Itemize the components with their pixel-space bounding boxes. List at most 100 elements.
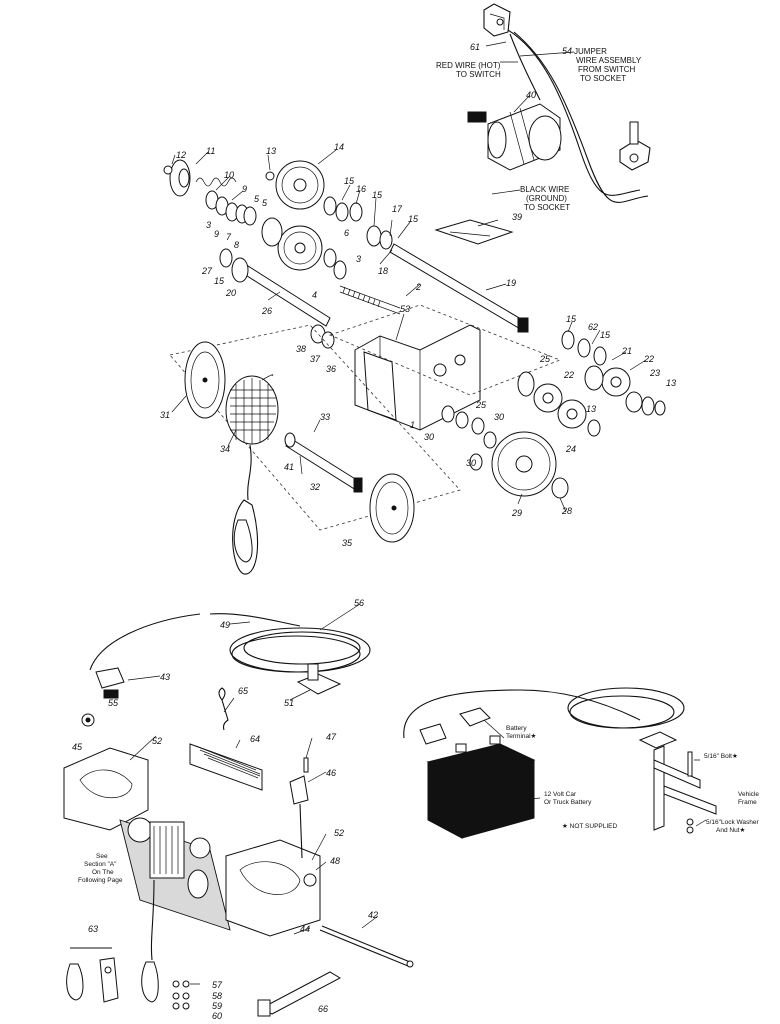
part-label: 39 — [512, 212, 522, 222]
part-label: 11 — [206, 146, 215, 156]
part-label: 30 — [466, 458, 476, 468]
part-label: 46 — [326, 768, 336, 778]
note-vehicle-frame: Vehicle Frame — [738, 791, 759, 806]
part-label: 35 — [342, 538, 353, 548]
part-label: 8 — [234, 240, 239, 250]
part-label: 13 — [666, 378, 676, 388]
part-label: 4 — [312, 290, 317, 300]
part-label: 5 — [254, 194, 260, 204]
part-label: 28 — [561, 506, 572, 516]
note-line: See — [96, 853, 108, 860]
part-label: 43 — [160, 672, 170, 682]
part-label: 52 — [334, 828, 344, 838]
hook-set-63 — [66, 947, 119, 1003]
note-line: WIRE ASSEMBLY — [576, 56, 642, 65]
part-label: 42 — [368, 910, 378, 920]
cable-hook-34 — [232, 444, 259, 575]
dashed-assembly-box — [169, 304, 562, 531]
flange-11 — [163, 159, 191, 197]
note-red-wire: RED WIRE (HOT) TO SWITCH — [436, 61, 501, 79]
mount-plate-39 — [434, 219, 514, 245]
part-label: 33 — [320, 412, 330, 422]
part-label: 30 — [424, 432, 434, 442]
part-label: 25 — [475, 400, 487, 410]
big-gear-29 — [491, 431, 569, 499]
handle-66 — [257, 971, 342, 1017]
note-line: On The — [92, 869, 114, 876]
part-label: 53 — [400, 304, 410, 314]
part-label: 36 — [326, 364, 336, 374]
part-label: 22 — [643, 354, 654, 364]
part-label: 23 — [649, 368, 660, 378]
part-label: 40 — [526, 90, 536, 100]
note-line: 12 Volt Car — [544, 791, 577, 798]
rope-64 — [189, 743, 263, 791]
motor-40 — [467, 103, 562, 171]
note-line: Battery — [506, 725, 527, 732]
hardware-57-60 — [172, 980, 190, 1010]
part-label: 1 — [410, 420, 415, 430]
wires-top — [507, 29, 649, 203]
note-battery: 12 Volt Car Or Truck Battery — [544, 791, 592, 806]
note-line: And Nut★ — [716, 827, 745, 834]
part-label: 16 — [356, 184, 366, 194]
part-label: 15 — [372, 190, 383, 200]
note-lock-washer: 5/16"Lock Washer And Nut★ — [706, 819, 759, 834]
part-label: 64 — [250, 734, 260, 744]
note-line: Or Truck Battery — [544, 799, 592, 806]
plug-right — [638, 731, 678, 749]
winch-body-assembled — [119, 817, 231, 931]
note-line: TO SOCKET — [580, 74, 626, 83]
nut-55 — [81, 713, 95, 727]
battery-cord — [403, 687, 685, 739]
part-label: 41 — [284, 462, 294, 472]
part-label: 18 — [378, 266, 388, 276]
switch-43 — [95, 667, 125, 699]
part-label: 51 — [284, 698, 294, 708]
shaft-32 — [284, 432, 363, 493]
part-label: 27 — [201, 266, 213, 276]
part-label: 10 — [224, 170, 234, 180]
part-label: 7 — [226, 232, 232, 242]
drum-disc-35 — [369, 473, 415, 543]
note-jumper: JUMPER WIRE ASSEMBLY FROM SWITCH TO SOCK… — [574, 47, 642, 83]
part-label: 32 — [310, 482, 320, 492]
part-label: 54 — [562, 46, 572, 56]
part-label: 22 — [563, 370, 574, 380]
note-line: JUMPER — [574, 47, 607, 56]
part-label: 24 — [565, 444, 576, 454]
note-battery-terminal: Battery Terminal★ — [506, 725, 537, 740]
note-line: FROM SWITCH — [578, 65, 636, 74]
rod-42 — [319, 925, 414, 968]
part-label: 31 — [160, 410, 170, 420]
switch-46 — [289, 757, 309, 859]
part-label: 12 — [176, 150, 186, 160]
note-section-a: See Section "A" On The Following Page — [78, 853, 123, 884]
part-label: 37 — [310, 354, 321, 364]
note-not-supplied: ★ NOT SUPPLIED — [562, 823, 617, 830]
part-label: 49 — [220, 620, 230, 630]
part-label: 44 — [300, 924, 310, 934]
cable-drum-34 — [225, 374, 279, 445]
part-numbers: 61 54 40 12 11 13 14 10 9 5 3 9 5 7 8 15… — [72, 42, 676, 1021]
part-label: 6 — [344, 228, 349, 238]
part-label: 15 — [344, 176, 355, 186]
note-line: TO SOCKET — [524, 203, 570, 212]
part-label: 60 — [212, 1011, 222, 1021]
remote-cord-56 — [89, 613, 371, 673]
part-label: 57 — [212, 980, 223, 990]
part-label: 52 — [152, 736, 162, 746]
note-line: BLACK WIRE — [520, 185, 569, 194]
part-label: 62 — [588, 322, 598, 332]
part-label: 20 — [225, 288, 236, 298]
threaded-shaft-2 — [339, 285, 401, 315]
spring-10 — [195, 177, 237, 187]
part-label: 19 — [506, 278, 516, 288]
part-label: 15 — [214, 276, 225, 286]
gear-6 — [261, 217, 323, 271]
part-label: 9 — [214, 229, 219, 239]
note-line: 5/16"Lock Washer — [706, 819, 759, 826]
housing-1 — [354, 324, 481, 431]
part-label: 59 — [212, 1001, 222, 1011]
